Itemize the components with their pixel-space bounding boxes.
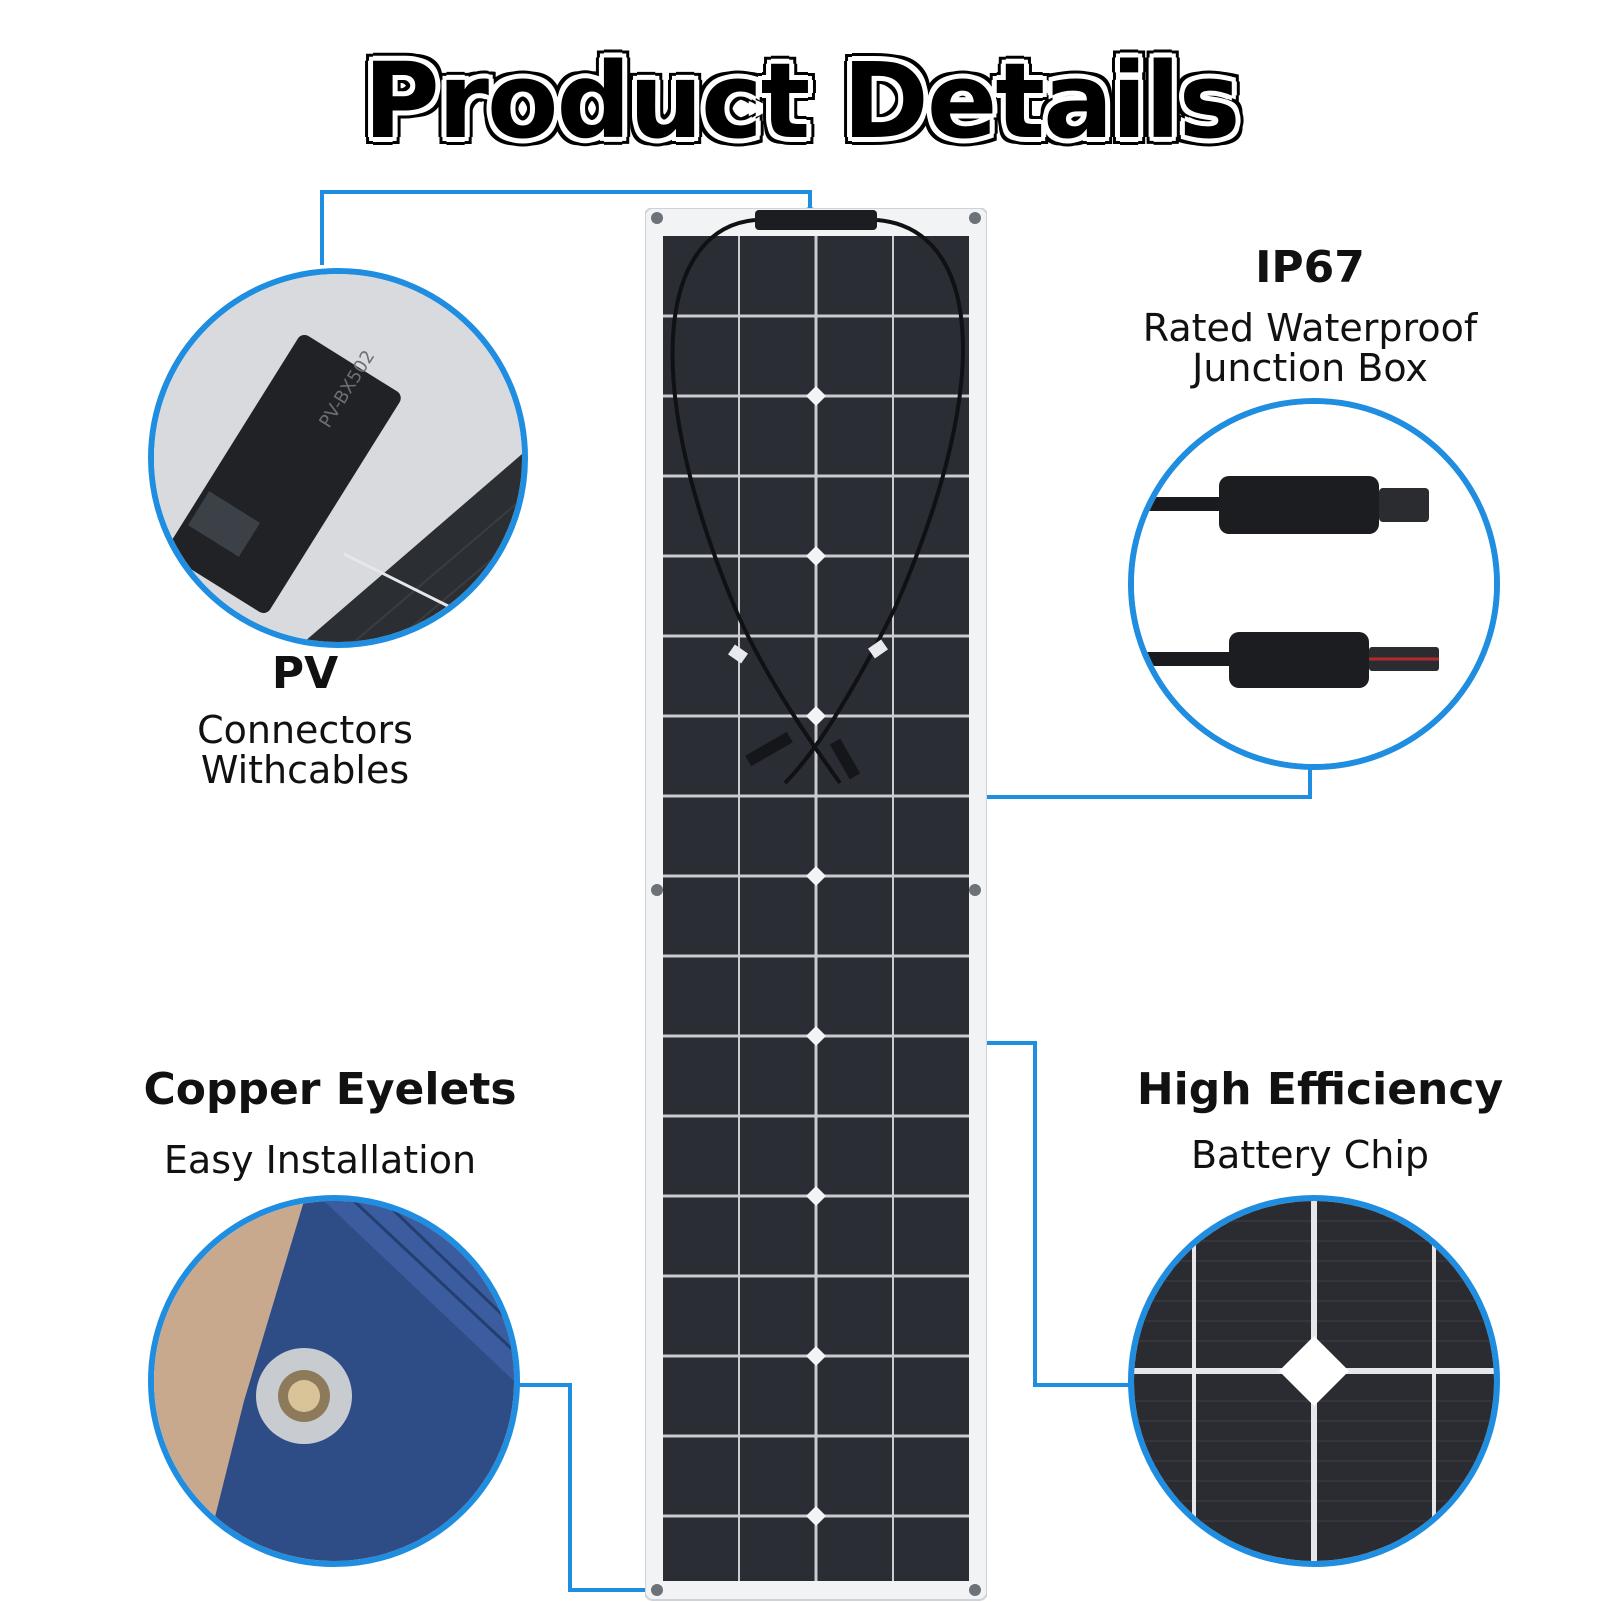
copper-eyelet-closeup: [148, 1195, 520, 1567]
callout-line-pv: [320, 190, 812, 265]
pv-connector-image: PV-BX502: [154, 274, 522, 642]
page-title: Product Details: [363, 40, 1241, 162]
ip67-heading: IP67: [1255, 242, 1365, 293]
solar-panel-illustration: [645, 208, 987, 1601]
copper-sub1: Easy Installation: [163, 1138, 477, 1182]
pv-heading: PV: [271, 648, 339, 699]
pv-connector-closeup: PV-BX502: [148, 268, 528, 648]
junction-box-closeup: [1128, 398, 1500, 770]
copper-eyelet-image: [154, 1201, 514, 1561]
efficiency-sub1: Battery Chip: [1190, 1133, 1430, 1177]
battery-chip-image: [1134, 1201, 1494, 1561]
ip67-sub1: Rated Waterproof: [1142, 306, 1478, 350]
pv-sub1: Connectors: [197, 708, 413, 752]
solar-panel: [645, 208, 987, 1602]
battery-chip-closeup: [1128, 1195, 1500, 1567]
copper-heading: Copper Eyelets: [143, 1064, 517, 1115]
pv-sub2: Withcables: [200, 748, 410, 792]
ip67-sub2: Junction Box: [1192, 346, 1428, 390]
junction-box-image: [1134, 404, 1494, 764]
callout-line-copper: [512, 1383, 655, 1592]
efficiency-heading: High Efficiency: [1136, 1064, 1504, 1115]
